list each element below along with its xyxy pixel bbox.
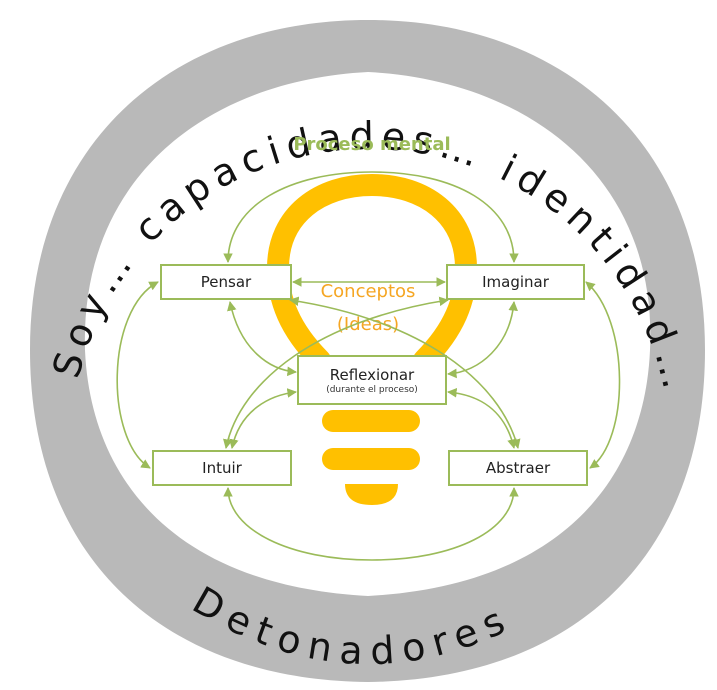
node-imaginar: Imaginar — [446, 264, 585, 300]
node-abstraer-label: Abstraer — [485, 459, 551, 477]
lightbulb-icon — [266, 173, 478, 505]
node-imaginar-label: Imaginar — [482, 273, 549, 291]
node-reflexionar-note: (durante el proceso) — [326, 384, 418, 395]
node-pensar: Pensar — [160, 264, 292, 300]
node-reflexionar-label: Reflexionar — [329, 365, 415, 384]
center-concept-line1: Conceptos — [321, 281, 416, 302]
node-abstraer: Abstraer — [448, 450, 588, 486]
node-pensar-label: Pensar — [200, 273, 252, 291]
diagram-title: Proceso mental — [293, 134, 450, 155]
node-intuir-label: Intuir — [202, 459, 242, 477]
node-intuir: Intuir — [152, 450, 292, 486]
node-reflexionar: Reflexionar (durante el proceso) — [297, 355, 447, 405]
center-concept-line2: (Ideas) — [337, 314, 399, 335]
connector-arrows — [116, 171, 621, 561]
